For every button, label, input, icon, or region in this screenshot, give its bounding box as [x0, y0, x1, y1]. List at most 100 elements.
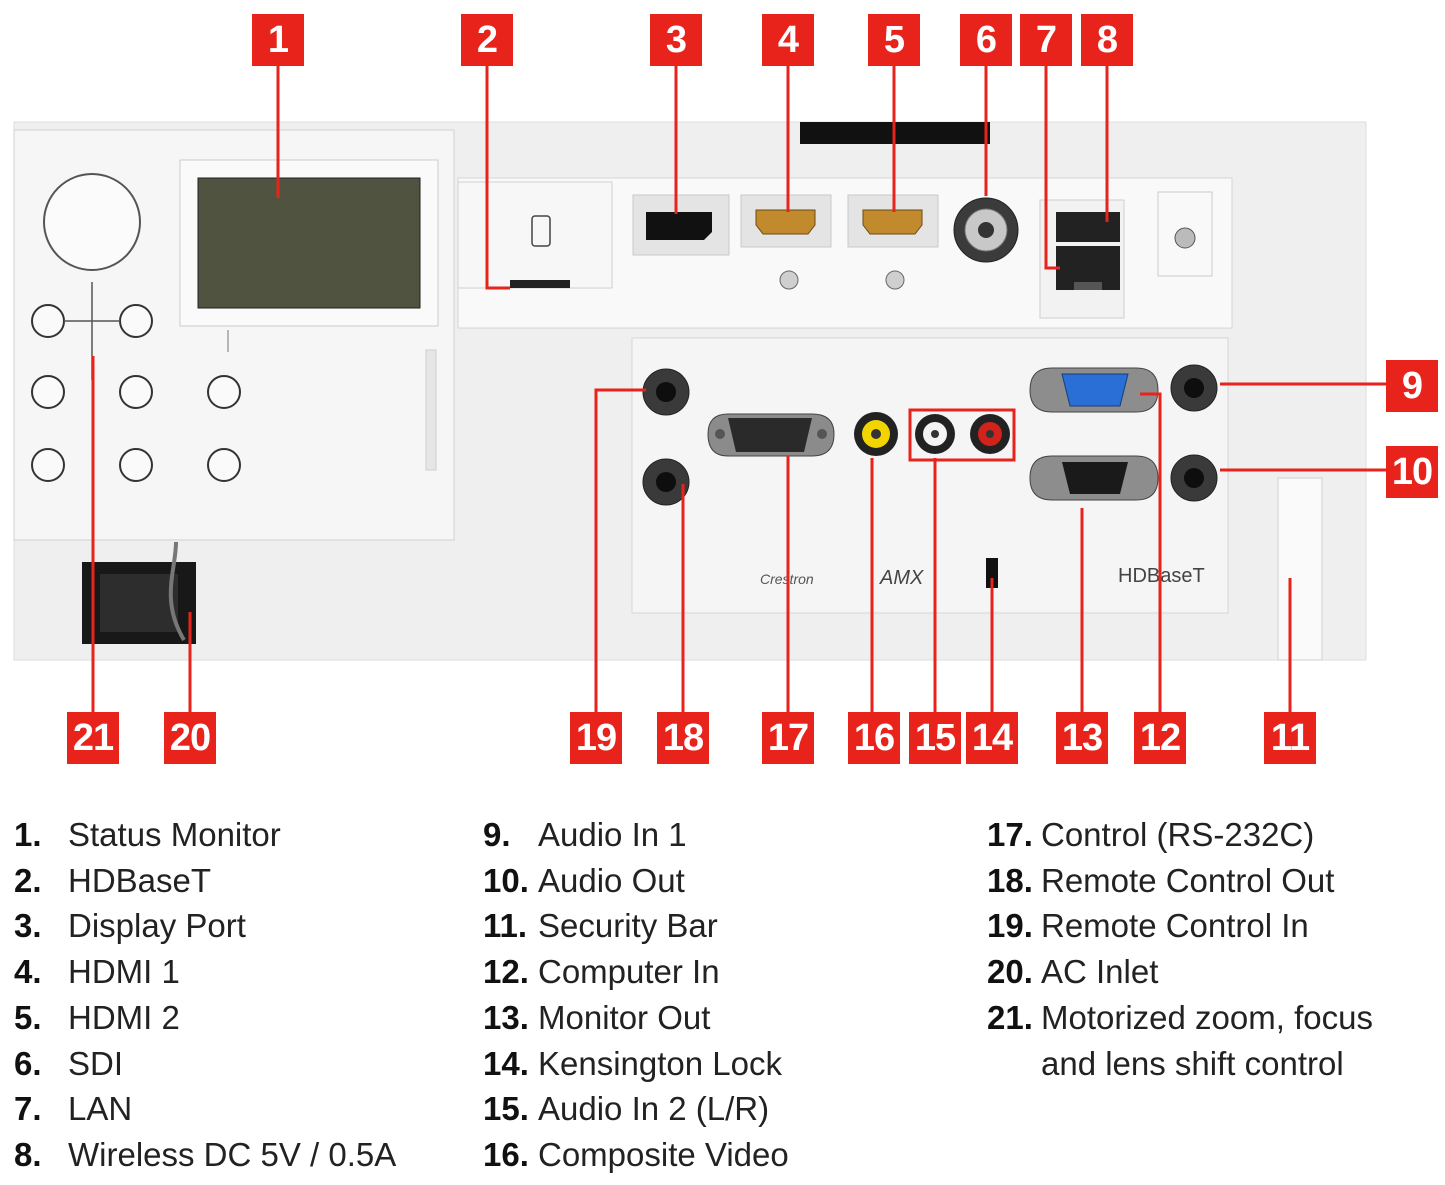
ac-inlet: [82, 541, 196, 644]
legend-item: 11. Security Bar: [483, 903, 789, 949]
legend-number: 1.: [14, 816, 42, 853]
hdmi-2-port: [847, 194, 939, 290]
legend-item: 12.Computer In: [483, 949, 789, 995]
legend-label: AC Inlet: [1041, 953, 1159, 991]
legend-item: 15.Audio In 2 (L/R): [483, 1086, 789, 1132]
callout-4: 4: [762, 14, 814, 66]
legend-item: 20.AC Inlet: [987, 949, 1373, 995]
legend-number: 11.: [483, 907, 528, 945]
legend-number: 13.: [483, 998, 529, 1036]
legend-label: LAN: [68, 1090, 133, 1128]
legend-item: 7. LAN: [14, 1086, 396, 1132]
callout-21: 21: [67, 712, 119, 764]
control-panel: [31, 159, 439, 482]
callout-1: 1: [252, 14, 304, 66]
callout-14: 14: [966, 712, 1018, 764]
legend-number: 19.: [987, 907, 1033, 945]
remote-out-jack: [642, 458, 690, 506]
legend-number: 18.: [987, 861, 1033, 899]
legend-item: 19.Remote Control In: [987, 903, 1373, 949]
legend-item: 3.Display Port: [14, 903, 396, 949]
legend-label: Wireless DC 5V / 0.5A: [68, 1135, 397, 1173]
menu-button: [31, 448, 65, 482]
legend-number: 9.: [483, 816, 511, 853]
focus-minus-button: [31, 375, 65, 409]
legend-number: 20.: [987, 953, 1033, 991]
amx-logo: AMX: [879, 567, 924, 589]
audio-in-2-jacks: [908, 408, 1016, 462]
legend-item: 2. HDBaseT: [14, 858, 396, 904]
legend-label: Kensington Lock: [538, 1044, 783, 1082]
legend-label: Composite Video: [538, 1135, 789, 1173]
audio-out-jack: [1170, 454, 1218, 502]
legend-label: HDBaseT: [68, 861, 212, 899]
status-monitor-lcd: [197, 177, 421, 309]
callout-5: 5: [868, 14, 920, 66]
legend-item: 13.Monitor Out: [483, 995, 789, 1041]
legend-item: 9. Audio In 1: [483, 812, 789, 858]
legend-label: SDI: [68, 1044, 124, 1082]
callout-16: 16: [848, 712, 900, 764]
lan-and-wireless-ports: [1039, 191, 1213, 319]
legend-label: Control (RS-232C): [1041, 816, 1315, 853]
zoom-left-button: [31, 304, 65, 338]
rs232c-port: [707, 413, 835, 457]
legend-item: 1. Status Monitor: [14, 812, 396, 858]
remote-in-jack: [642, 368, 690, 416]
legend-label: Motorized zoom, focus and lens shift con…: [1041, 998, 1373, 1082]
callout-12: 12: [1134, 712, 1186, 764]
kensington-lock-slot: [986, 558, 998, 588]
legend-item: 18.Remote Control Out: [987, 858, 1373, 904]
callout-10: 10: [1386, 446, 1438, 498]
legend-number: 15.: [483, 1090, 529, 1128]
legend-label: Monitor Out: [538, 998, 711, 1036]
callout-11: 11: [1264, 712, 1316, 764]
legend-number: 6.: [14, 1044, 42, 1082]
input-button: [207, 375, 241, 409]
callout-7: 7: [1020, 14, 1072, 66]
projector-rear-panel-diagram: Crestron AMX HDBaseT: [13, 66, 1386, 712]
legend-label: Audio Out: [538, 861, 685, 899]
legend-label: HDMI 2: [68, 998, 180, 1036]
callout-leader-lines: [91, 66, 1386, 712]
legend-item: 14.Kensington Lock: [483, 1041, 789, 1087]
legend-item: 10.Audio Out: [483, 858, 789, 904]
legend-item: 16.Composite Video: [483, 1132, 789, 1178]
legend-item: 5.HDMI 2: [14, 995, 396, 1041]
displayport-port: [632, 194, 730, 256]
legend-label: Remote Control Out: [1041, 861, 1335, 899]
legend-number: 2.: [14, 861, 42, 899]
callout-19: 19: [570, 712, 622, 764]
callout-15: 15: [909, 712, 961, 764]
legend-label: Status Monitor: [68, 816, 281, 853]
legend-item: 8. Wireless DC 5V / 0.5A: [14, 1132, 396, 1178]
legend-number: 8.: [14, 1135, 42, 1173]
legend-label: Audio In 2 (L/R): [538, 1090, 770, 1128]
focus-plus-button: [119, 375, 153, 409]
sdi-port: [953, 197, 1019, 263]
callout-6: 6: [960, 14, 1012, 66]
legend-label: Display Port: [68, 907, 246, 945]
audio-in-1-jack: [1170, 364, 1218, 412]
legend-item: 4.HDMI 1: [14, 949, 396, 995]
monitor-out-vga-port: [1029, 455, 1159, 501]
legend-label: Security Bar: [538, 907, 718, 945]
legend-number: 17.: [987, 816, 1033, 853]
legend-number: 7.: [14, 1090, 42, 1128]
legend-number: 12.: [483, 953, 529, 991]
legend-label: HDMI 1: [68, 953, 180, 991]
callout-18: 18: [657, 712, 709, 764]
composite-video-jack: [854, 412, 898, 456]
shift-button: [207, 448, 241, 482]
callout-2: 2: [461, 14, 513, 66]
legend-item: 17.Control (RS-232C): [987, 812, 1373, 858]
callout-13: 13: [1056, 712, 1108, 764]
hdmi-1-port: [740, 194, 832, 290]
callout-20: 20: [164, 712, 216, 764]
legend-column-2: 9. Audio In 1 10.Audio Out 11. Security Ba…: [483, 812, 789, 1178]
legend-label: Computer In: [538, 953, 720, 991]
callout-8: 8: [1081, 14, 1133, 66]
legend-label: Audio In 1: [538, 816, 687, 853]
legend-item: 6. SDI: [14, 1041, 396, 1087]
callout-17: 17: [762, 712, 814, 764]
